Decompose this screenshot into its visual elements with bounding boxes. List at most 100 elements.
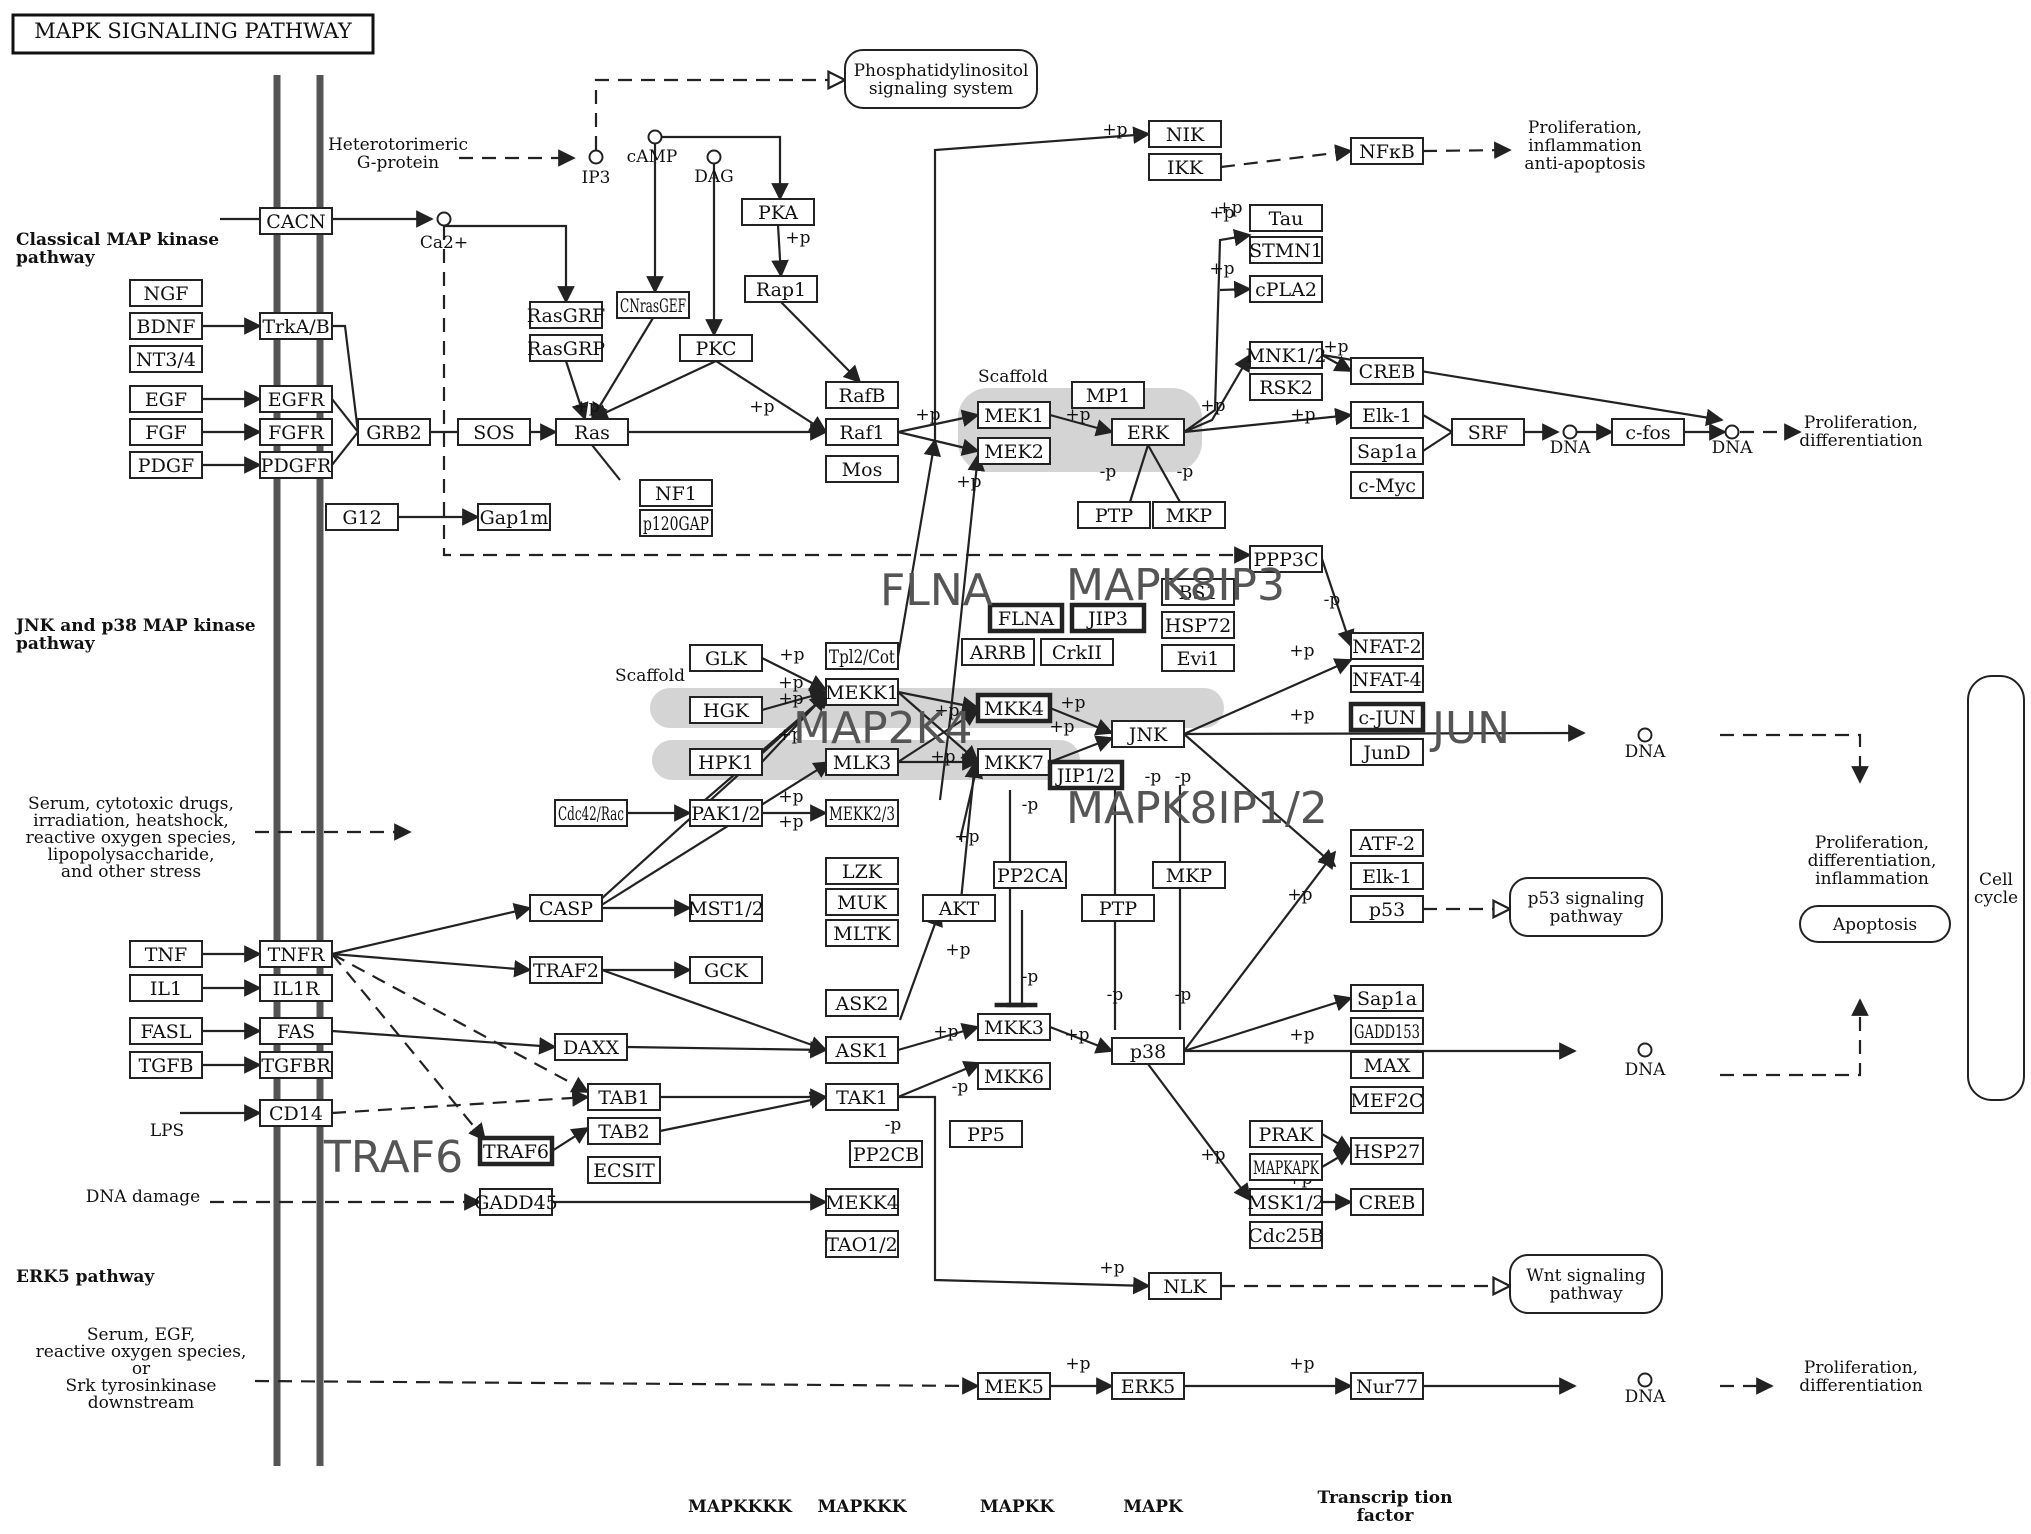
node-creb1-label: CREB — [1359, 361, 1416, 383]
phosphorylation-label: +p — [1289, 641, 1314, 661]
pathway-p53sig-box — [1509, 877, 1663, 937]
node-tpl2-box — [825, 642, 899, 670]
node-mkk3-box — [977, 1013, 1051, 1041]
tier-mapkkkk: MAPKKKK — [688, 1497, 793, 1517]
node-mek5: MEK5 — [977, 1372, 1051, 1400]
node-fgf: FGF — [129, 418, 203, 446]
node-ngf-label: NGF — [144, 283, 189, 305]
edge — [1049, 735, 1114, 764]
node-ngf: NGF — [129, 279, 203, 307]
node-pp2cb-label: PP2CB — [853, 1144, 919, 1166]
note-out_erk: Proliferation,differentiation — [1799, 413, 1923, 451]
node-grb2-label: GRB2 — [366, 422, 422, 444]
node-pp2ca-box — [993, 861, 1067, 889]
node-nlk: NLK — [1148, 1272, 1222, 1300]
node-erk: ERK — [1111, 418, 1185, 446]
note-erk5in-line: or — [132, 1359, 151, 1379]
node-atf2-label: ATF-2 — [1358, 833, 1415, 855]
node-jnk-label: JNK — [1127, 724, 1168, 746]
note-scaffold2-line: Scaffold — [615, 666, 685, 686]
node-hsp27: HSP27 — [1350, 1137, 1424, 1165]
edge — [1183, 850, 1337, 1052]
note-out_jnk-line: inflammation — [1815, 869, 1929, 889]
edge — [1147, 444, 1181, 503]
edge — [655, 135, 789, 201]
node-tgfbr: TGFBR — [259, 1051, 333, 1079]
node-gap1m-label: Gap1m — [480, 507, 549, 529]
pathway-apoptosis-line: Apoptosis — [1832, 915, 1917, 935]
node-hgk-box — [689, 696, 763, 724]
dephosphorylation-label: -p — [1175, 985, 1192, 1005]
node-lzk-label: LZK — [842, 861, 883, 883]
node-daxx: DAXX — [554, 1033, 628, 1061]
node-mef2c-label: MEF2C — [1350, 1090, 1423, 1112]
node-ecsit-box — [587, 1156, 661, 1184]
pathway-apoptosis: Apoptosis — [1799, 905, 1951, 943]
phosphorylation-label: +p — [934, 701, 959, 721]
node-tao12-label: TAO1/2 — [826, 1234, 898, 1256]
dephosphorylation-label: -p — [1324, 590, 1341, 610]
node-nf1-box — [639, 479, 713, 507]
node-traf2-box — [529, 956, 603, 984]
phosphorylation-label: +p — [779, 645, 804, 665]
edge — [897, 690, 980, 714]
node-mapkapk-label: MAPKAPK — [1253, 1157, 1320, 1179]
node-gadd45-box — [479, 1188, 553, 1216]
node-mltk: MLTK — [825, 919, 899, 947]
node-p38: p38 — [1111, 1037, 1185, 1065]
node-lzk: LZK — [825, 857, 899, 885]
node-tab1: TAB1 — [587, 1083, 661, 1111]
node-ikk: IKK — [1148, 153, 1222, 181]
node-rasgrf-box — [529, 301, 603, 329]
node-il1: IL1 — [129, 974, 203, 1002]
node-gck: GCK — [689, 956, 763, 984]
node-mapkapk-box — [1249, 1153, 1323, 1181]
node-tab1-box — [587, 1083, 661, 1111]
note-dna1: DNA — [1550, 438, 1592, 458]
node-ask2-box — [825, 989, 899, 1017]
note-dna5-line: DNA — [1625, 1387, 1667, 1407]
node-erk-label: ERK — [1127, 422, 1170, 444]
node-ask1-box — [825, 1036, 899, 1064]
node-nur77-box — [1350, 1372, 1424, 1400]
node-tau-label: Tau — [1269, 208, 1304, 230]
node-mef2c-box — [1350, 1086, 1424, 1114]
note-stress-line: irradiation, heatshock, — [33, 811, 229, 831]
node-pdgf: PDGF — [129, 451, 203, 479]
node-cacn-label: CACN — [266, 211, 325, 233]
node-sap1a_1-box — [1350, 437, 1424, 465]
phosphorylation-label: +p — [1099, 1258, 1124, 1278]
edge — [659, 1091, 828, 1133]
node-ecsit: ECSIT — [587, 1156, 661, 1184]
node-cmyc-box — [1350, 471, 1424, 499]
node-mkk4-box — [975, 692, 1053, 724]
edge — [898, 1095, 1151, 1295]
node-cacn-box — [259, 207, 333, 235]
edge — [599, 690, 832, 901]
gene-nodes: CACNNGFBDNFNT3/4TrkA/BEGFFGFPDGFEGFRFGFR… — [129, 120, 1685, 1400]
note-dna3: DNA — [1625, 742, 1667, 762]
node-rasgrf-label: RasGRF — [527, 305, 606, 327]
node-mos: Mos — [825, 455, 899, 483]
node-sap1a_1: Sap1a — [1350, 437, 1424, 465]
node-creb1: CREB — [1350, 357, 1424, 385]
node-cdc25b-box — [1249, 1221, 1323, 1249]
node-tnfr-box — [259, 940, 333, 968]
edge — [1422, 414, 1453, 433]
edge — [897, 709, 980, 763]
node-arrb: ARRB — [961, 638, 1035, 666]
overlay-jun: JUN — [1429, 703, 1510, 754]
node-il1r-label: IL1R — [273, 978, 320, 1000]
section-erk5: ERK5 pathway — [16, 1267, 155, 1287]
edge — [590, 360, 717, 421]
edge — [780, 301, 862, 384]
node-nlk-label: NLK — [1163, 1276, 1207, 1298]
dephosphorylation-label: -p — [1145, 767, 1162, 787]
edge — [331, 953, 487, 1142]
node-trkab: TrkA/B — [259, 312, 333, 340]
node-cd14-label: CD14 — [269, 1103, 323, 1125]
node-ask2-label: ASK2 — [834, 993, 888, 1015]
node-pp2cb: PP2CB — [849, 1140, 923, 1168]
node-sos-box — [457, 418, 531, 446]
